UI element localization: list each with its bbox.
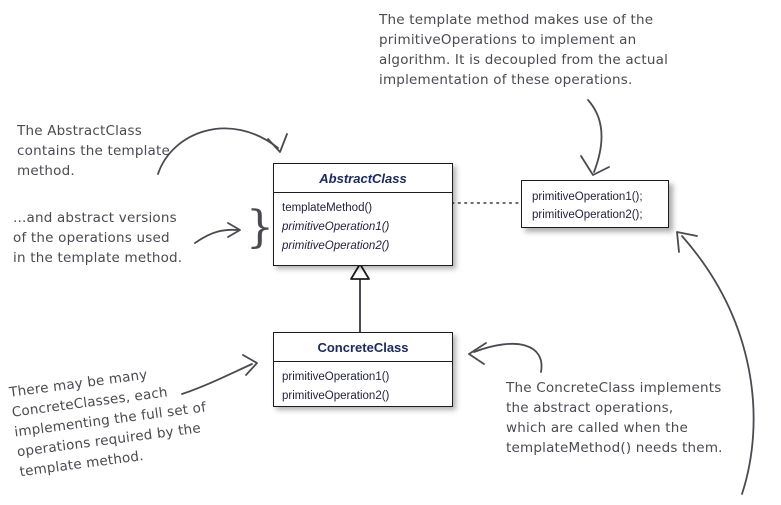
arrow-abstract-members-head: [227, 222, 241, 238]
concrete-member-primitive-operation1: primitiveOperation1(): [282, 371, 390, 383]
class-name-concreteclass: ConcreteClass: [274, 333, 452, 362]
curly-brace-glyph: }: [246, 202, 274, 253]
class-members-concreteclass: primitiveOperation1() primitiveOperation…: [274, 362, 452, 412]
arrow-primitiveops-callout-head: [580, 155, 610, 176]
arrow-primitiveops-callout: [587, 99, 603, 173]
callout-box-primitive-operations[interactable]: primitiveOperation1(); primitiveOperatio…: [521, 180, 669, 228]
annotation-abstractclass: The AbstractClass contains the template …: [17, 123, 171, 179]
member-template-method: templateMethod(): [282, 202, 373, 214]
inheritance-triangle: [350, 263, 370, 280]
arrow-concreteclass: [473, 342, 543, 373]
arrow-right-longcurve-head: [676, 231, 698, 253]
concrete-member-primitive-operation2: primitiveOperation2(): [282, 390, 390, 402]
annotation-concreteclass-implements: The ConcreteClass implements the abstrac…: [506, 380, 723, 456]
annotation-abstract-operations: ...and abstract versions of the operatio…: [13, 210, 183, 266]
class-box-abstractclass[interactable]: AbstractClass templateMethod() primitive…: [273, 163, 453, 266]
callout-line-2: primitiveOperation2();: [532, 209, 643, 221]
callout-line-1: primitiveOperation1();: [532, 191, 643, 203]
class-name-abstractclass: AbstractClass: [274, 164, 452, 193]
member-primitive-operation1: primitiveOperation1(): [282, 221, 390, 233]
arrow-concreteclass-head: [468, 342, 487, 365]
class-box-concreteclass[interactable]: ConcreteClass primitiveOperation1() prim…: [273, 332, 453, 407]
annotation-many-concreteclasses: There may be many ConcreteClasses, each …: [8, 366, 208, 481]
annotation-template-method: The template method makes use of the pri…: [379, 12, 669, 88]
class-members-abstractclass: templateMethod() primitiveOperation1() p…: [274, 193, 452, 262]
arrow-abstractclass-head: [267, 133, 288, 153]
member-primitive-operation2: primitiveOperation2(): [282, 240, 390, 252]
